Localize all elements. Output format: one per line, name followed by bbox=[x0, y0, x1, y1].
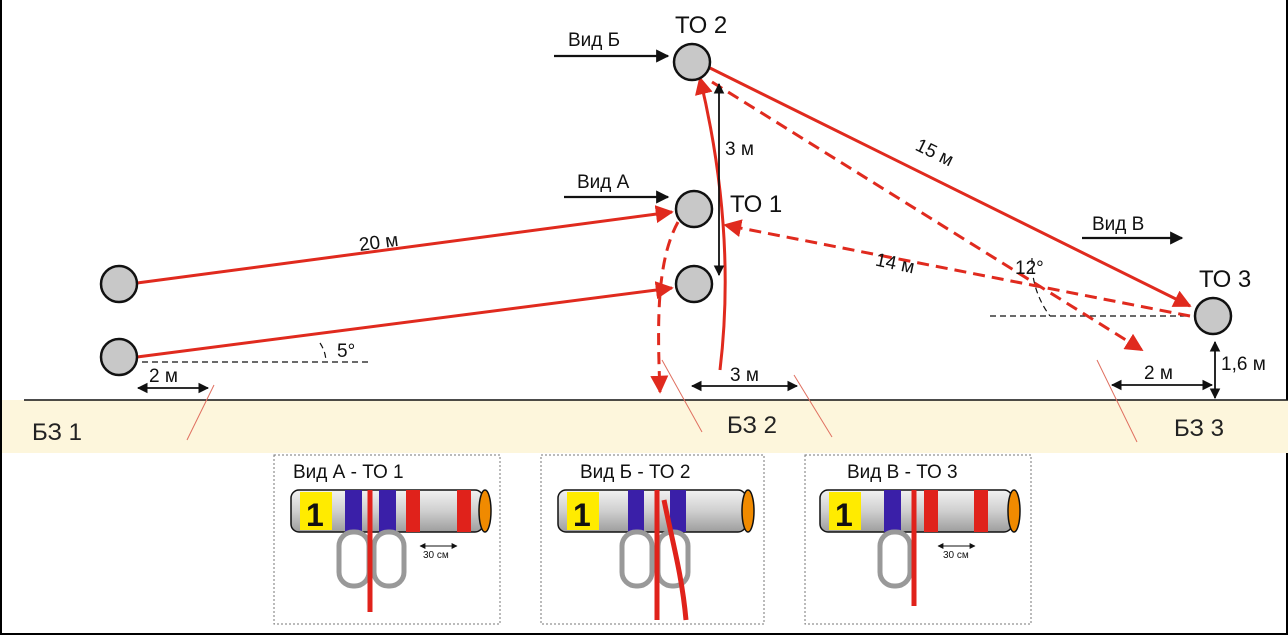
inset-view-b: Вид Б - ТО 2 1 bbox=[540, 454, 765, 625]
node-bz1-upper bbox=[99, 264, 139, 304]
node-to3 bbox=[1193, 296, 1233, 336]
distance-20m: 20 м bbox=[358, 230, 400, 256]
distance-14m: 14 м bbox=[873, 250, 916, 279]
label-view-a: Вид А bbox=[577, 172, 630, 193]
inset-b-title: Вид Б - ТО 2 bbox=[580, 462, 690, 483]
label-to1: ТО 1 bbox=[730, 191, 782, 218]
zone-label-3: БЗ 3 bbox=[1174, 415, 1224, 442]
zone-label-2: БЗ 2 bbox=[727, 412, 777, 439]
inset-v-title: Вид В - ТО 3 bbox=[847, 462, 958, 483]
label-to3: ТО 3 bbox=[1199, 266, 1251, 293]
inset-v-measure: 30 см bbox=[943, 550, 969, 561]
inset-v-number: 1 bbox=[835, 497, 853, 533]
label-view-v: Вид В bbox=[1092, 214, 1144, 235]
inset-view-a: Вид А - ТО 1 1 30 см bbox=[273, 454, 501, 625]
distance-2m-right: 2 м bbox=[1144, 363, 1173, 384]
node-to2 bbox=[672, 42, 712, 82]
node-to1 bbox=[674, 189, 714, 229]
inset-view-v: Вид В - ТО 3 1 30 см bbox=[804, 454, 1032, 625]
rope-down-to-bz2 bbox=[650, 221, 680, 394]
label-to2: ТО 2 bbox=[675, 12, 727, 39]
ropes-dashed bbox=[650, 80, 1191, 394]
zone-label-1: БЗ 1 bbox=[32, 419, 82, 446]
distance-3m-horizontal: 3 м bbox=[730, 365, 759, 386]
rope-14m bbox=[723, 219, 1191, 318]
inset-a-number: 1 bbox=[306, 497, 324, 533]
distance-3m-vertical: 3 м bbox=[725, 139, 754, 160]
inset-a-title: Вид А - ТО 1 bbox=[293, 462, 404, 483]
nodes bbox=[99, 42, 1233, 377]
view-arrows bbox=[554, 49, 1184, 245]
rope-diagonal bbox=[711, 80, 1144, 352]
ground-strip bbox=[2, 400, 1288, 453]
label-view-b: Вид Б bbox=[568, 30, 620, 51]
rope-15m bbox=[709, 66, 1192, 308]
zone-boundaries bbox=[186, 359, 1138, 443]
height-1-6m: 1,6 м bbox=[1221, 354, 1266, 375]
node-intermediate bbox=[674, 264, 714, 304]
rope-lower bbox=[136, 281, 674, 359]
angle-5: 5° bbox=[337, 341, 355, 362]
inset-a-measure: 30 см bbox=[423, 550, 449, 561]
distance-2m-left: 2 м bbox=[149, 366, 178, 387]
ropes-solid bbox=[136, 66, 1192, 371]
angle-12: 12° bbox=[1015, 258, 1044, 279]
inset-b-number: 1 bbox=[573, 497, 591, 533]
measure-arrows bbox=[136, 82, 1221, 400]
distance-15m: 15 м bbox=[912, 135, 957, 171]
node-bz1-lower bbox=[99, 337, 139, 377]
rope-20m bbox=[136, 205, 674, 285]
